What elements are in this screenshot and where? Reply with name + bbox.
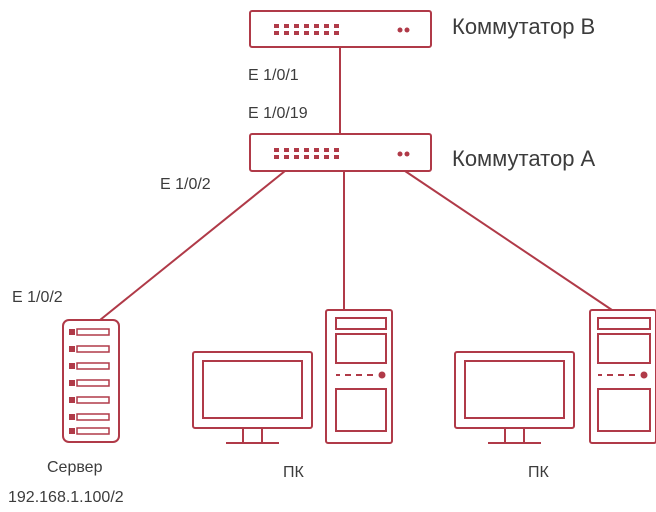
switch-b-name: Коммутатор B [452,14,596,39]
switch-b-icon [249,10,432,48]
monitor-icon [192,351,313,444]
port-label-switch-a-server: E 1/0/2 [160,176,211,193]
pc-caption-2: ПК [528,464,549,481]
port-label-switch-b-uplink: E 1/0/1 [248,67,299,84]
tower-pc-icon [589,309,656,444]
port-label-server: E 1/0/2 [12,289,63,306]
server-caption: Сервер [47,459,103,476]
port-label-switch-a-uplink: E 1/0/19 [248,105,308,122]
switch-a-icon [249,133,432,172]
pc-caption-1: ПК [283,464,304,481]
server-rack-icon [62,319,120,443]
server-address: 192.168.1.100/2 [8,489,124,506]
link-switch-a-server [99,170,286,321]
monitor-icon [454,351,575,444]
tower-pc-icon [325,309,393,444]
switch-a-name: Коммутатор A [452,146,596,171]
link-switch-a-pc-2 [404,170,613,311]
